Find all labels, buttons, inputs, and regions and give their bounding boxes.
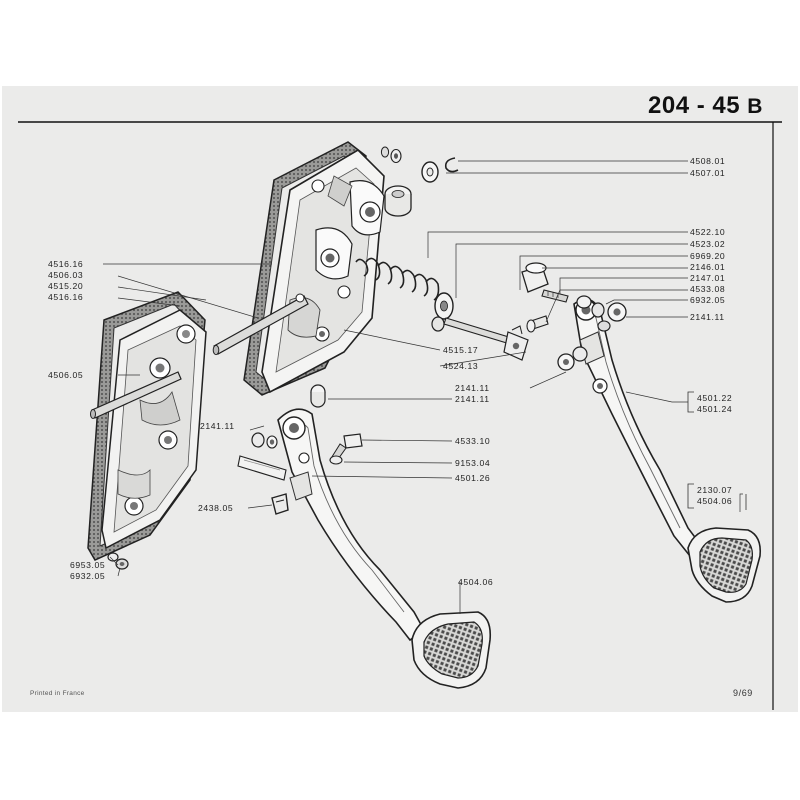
leader-lines	[103, 160, 743, 614]
label-brackets	[687, 391, 747, 510]
brake-pedal-bushings	[557, 295, 627, 371]
part-ref-6969-20: 6969.20	[690, 251, 726, 261]
part-ref-4501-24: 4501.24	[697, 404, 733, 414]
part-ref-4504-06-right: 4504.06	[697, 496, 733, 506]
header-rule	[18, 121, 782, 710]
return-spring	[355, 257, 440, 301]
page-title-suffix: B	[747, 95, 763, 118]
brake-pedal-pad	[687, 527, 762, 603]
part-ref-4508-01: 4508.01	[690, 156, 726, 166]
part-ref-4506-05: 4506.05	[48, 370, 84, 380]
clutch-pedal-pad	[411, 611, 492, 689]
part-ref-2141-11-mid-b: 2141.11	[455, 394, 490, 404]
part-ref-6953-05: 6953.05	[70, 560, 106, 570]
part-ref-6932-05-left: 6932.05	[70, 571, 106, 581]
spring-clip	[271, 493, 289, 515]
part-ref-2438-05: 2438.05	[198, 503, 234, 513]
page-number: 9/69	[733, 688, 753, 698]
main-mounting-plate	[261, 148, 385, 394]
part-ref-4523-02: 4523.02	[690, 239, 726, 249]
part-ref-4516-16-top: 4516.16	[48, 259, 84, 269]
printed-in-france: Printed in France	[30, 690, 85, 697]
part-ref-4515-17: 4515.17	[443, 345, 479, 355]
part-ref-2141-11-left: 2141.11	[200, 421, 235, 431]
left-mounting-plate	[101, 309, 207, 550]
top-clip-and-washer	[380, 146, 459, 183]
center-bolt-nut	[329, 433, 363, 465]
spring-seat	[431, 292, 454, 332]
upper-bolt-parts	[521, 262, 569, 333]
part-ref-2147-01: 2147.01	[690, 273, 726, 283]
part-ref-4516-16-bottom: 4516.16	[48, 292, 84, 302]
left-pivot-shaft	[90, 371, 182, 419]
part-ref-2141-11-right: 2141.11	[690, 312, 725, 322]
part-ref-2130-07: 2130.07	[697, 485, 733, 495]
part-ref-6932-05-right: 6932.05	[690, 295, 726, 305]
part-ref-9153-04: 9153.04	[455, 458, 491, 468]
pivot-bushing	[384, 185, 412, 217]
part-ref-4524-13: 4524.13	[443, 361, 479, 371]
part-ref-4533-08: 4533.08	[690, 284, 726, 294]
part-ref-4501-22: 4501.22	[697, 393, 733, 403]
part-ref-2146-01: 2146.01	[690, 262, 726, 272]
clutch-pedal-arm	[277, 408, 426, 642]
part-ref-4533-10: 4533.10	[455, 436, 491, 446]
page-title: 204 - 45 B	[648, 92, 763, 120]
center-bushings	[251, 384, 326, 449]
part-ref-4504-06-bottom: 4504.06	[458, 577, 494, 587]
page-title-number: 204 - 45	[648, 92, 741, 119]
clevis-pin	[237, 455, 287, 481]
part-ref-2141-11-mid-a: 2141.11	[455, 383, 490, 393]
brake-pedal-arm	[573, 298, 702, 558]
part-ref-4515-20: 4515.20	[48, 281, 84, 291]
part-ref-4501-26: 4501.26	[455, 473, 491, 483]
part-ref-4522-10: 4522.10	[690, 227, 726, 237]
main-pivot-shaft	[212, 293, 309, 356]
part-ref-4506-03: 4506.03	[48, 270, 84, 280]
part-ref-4507-01: 4507.01	[690, 168, 726, 178]
left-nut-washer	[107, 552, 129, 570]
